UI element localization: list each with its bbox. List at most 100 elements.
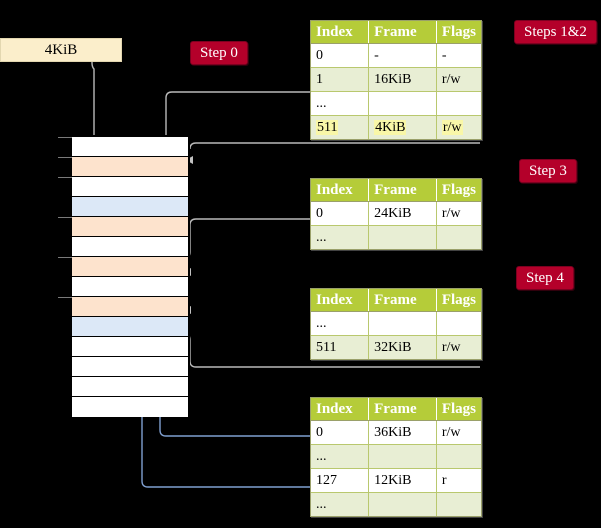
cell-index: ... — [311, 311, 370, 336]
cell-index: 511 — [311, 115, 370, 139]
cell-frame — [368, 444, 437, 469]
memory-row-tick — [58, 257, 72, 258]
badge-step-0-label: Step 0 — [200, 45, 238, 61]
memory-row-tick — [58, 217, 72, 218]
cell-flags — [436, 91, 481, 116]
column-header-flags: Flags — [436, 398, 481, 421]
cell-index: ... — [311, 91, 370, 116]
source-frame-label: 4KiB — [44, 42, 78, 58]
highlighted-value: r/w — [441, 120, 463, 135]
memory-frame-row — [58, 257, 188, 277]
cell-index: ... — [311, 444, 370, 469]
cell-flags: r/w — [436, 420, 481, 445]
badge-step-4-label: Step 4 — [526, 270, 564, 286]
memory-frame-row — [72, 357, 188, 377]
memory-row-tick — [58, 297, 72, 298]
table-row: ... — [311, 225, 481, 249]
cell-frame: 16KiB — [368, 67, 437, 92]
badge-step-3: Step 3 — [519, 159, 577, 183]
table-row: ... — [311, 311, 481, 336]
memory-frame-row — [58, 177, 188, 197]
source-frame-box: 4KiB — [0, 38, 122, 62]
memory-frame-row — [72, 377, 188, 397]
memory-frame-row — [58, 137, 188, 157]
cell-frame — [368, 91, 437, 116]
badge-steps-1-2-label: Steps 1&2 — [524, 24, 587, 40]
memory-row-tick — [58, 177, 72, 178]
memory-frame-row — [72, 337, 188, 357]
table-row: ... — [311, 492, 481, 516]
cell-index: ... — [311, 225, 370, 249]
column-header-frame: Frame — [368, 179, 437, 202]
badge-step-4: Step 4 — [516, 266, 574, 290]
cell-flags: r/w — [436, 201, 481, 226]
memory-frame-row — [58, 217, 188, 237]
cell-flags: r/w — [436, 115, 481, 139]
memory-frame-row — [72, 197, 188, 217]
cell-flags — [436, 311, 481, 336]
memory-frame-row — [58, 297, 188, 317]
memory-frame-row — [58, 157, 188, 177]
table-row: 511 4KiB r/w — [311, 115, 481, 139]
column-header-index: Index — [311, 398, 370, 421]
table-row: ... — [311, 91, 481, 116]
badge-step-0: Step 0 — [190, 41, 248, 65]
cell-flags — [436, 225, 481, 249]
cell-flags — [436, 444, 481, 469]
cell-frame: 32KiB — [368, 335, 437, 359]
memory-frame-row — [72, 237, 188, 257]
column-header-flags: Flags — [436, 21, 481, 44]
cell-index: 0 — [311, 420, 370, 445]
cell-frame: 12KiB — [368, 468, 437, 493]
highlighted-value: 511 — [316, 120, 339, 135]
cell-index: 511 — [311, 335, 370, 359]
memory-frame-row — [72, 277, 188, 297]
cell-frame: 36KiB — [368, 420, 437, 445]
column-header-flags: Flags — [436, 179, 481, 202]
cell-index: 127 — [311, 468, 370, 493]
memory-row-tick — [58, 157, 72, 158]
column-header-index: Index — [311, 289, 370, 312]
badge-step-3-label: Step 3 — [529, 163, 567, 179]
memory-frame-row — [72, 397, 188, 417]
cell-index: 1 — [311, 67, 370, 92]
cell-frame — [368, 311, 437, 336]
cell-frame: - — [368, 43, 437, 68]
memory-frame-row — [72, 317, 188, 337]
column-header-flags: Flags — [436, 289, 481, 312]
cell-frame: 24KiB — [368, 201, 437, 226]
table-row: 0-- — [311, 43, 481, 68]
cell-index: 0 — [311, 43, 370, 68]
column-header-frame: Frame — [368, 21, 437, 44]
cell-frame — [368, 492, 437, 516]
cell-flags — [436, 492, 481, 516]
column-header-index: Index — [311, 179, 370, 202]
memory-row-tick — [58, 137, 72, 138]
cell-frame — [368, 225, 437, 249]
cell-frame: 4KiB — [368, 115, 437, 139]
cell-flags: r — [436, 468, 481, 493]
cell-flags: - — [436, 43, 481, 68]
cell-flags: r/w — [436, 335, 481, 359]
column-header-index: Index — [311, 21, 370, 44]
physical-memory-column — [58, 135, 190, 417]
cell-index: ... — [311, 492, 370, 516]
column-header-frame: Frame — [368, 398, 437, 421]
badge-steps-1-2: Steps 1&2 — [514, 20, 597, 44]
column-header-frame: Frame — [368, 289, 437, 312]
